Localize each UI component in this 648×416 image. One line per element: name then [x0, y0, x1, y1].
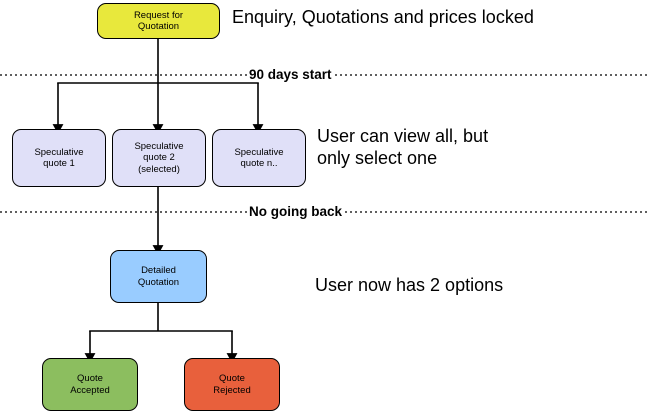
node-request-for-quotation[interactable]: Request for Quotation: [97, 3, 220, 39]
node-speculative-quote-1[interactable]: Speculative quote 1: [12, 129, 106, 187]
node-quote-accepted[interactable]: Quote Accepted: [42, 358, 138, 411]
node-label-detailed-quotation: Detailed Quotation: [137, 265, 180, 288]
node-speculative-quote-2[interactable]: Speculative quote 2 (selected): [112, 129, 206, 187]
node-speculative-quote-n[interactable]: Speculative quote n..: [212, 129, 306, 187]
node-detailed-quotation[interactable]: Detailed Quotation: [110, 250, 207, 303]
divider-label-90-days-start: 90 days start: [249, 67, 332, 82]
node-quote-rejected[interactable]: Quote Rejected: [184, 358, 280, 411]
node-label-quote-accepted: Quote Accepted: [70, 373, 110, 396]
node-label-speculative-quote-2: Speculative quote 2 (selected): [134, 141, 184, 175]
node-label-quote-rejected: Quote Rejected: [213, 373, 251, 396]
divider-label-no-going-back: No going back: [249, 204, 343, 219]
node-label-request-for-quotation: Request for Quotation: [133, 9, 184, 32]
annotation-user-two-options: User now has 2 options: [315, 275, 504, 295]
node-label-speculative-quote-n: Speculative quote n..: [234, 146, 284, 169]
node-label-speculative-quote-1: Speculative quote 1: [34, 146, 84, 169]
annotation-view-all-select-one: User can view all, but only select one: [317, 126, 489, 168]
annotation-enquiry-prices-locked: Enquiry, Quotations and prices locked: [232, 7, 534, 27]
